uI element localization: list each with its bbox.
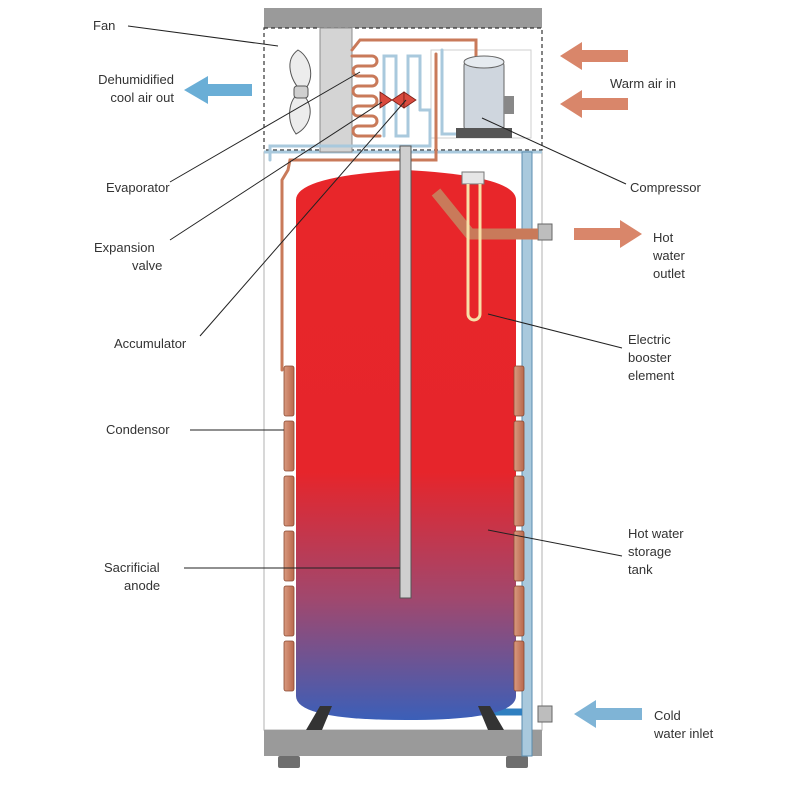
- tank-legs: [306, 706, 504, 730]
- label-electric-booster: element: [628, 368, 675, 383]
- condenser-coil-left: [283, 420, 295, 472]
- labels: Fan Dehumidified cool air out Warm air i…: [93, 18, 714, 741]
- label-expansion-valve: Expansion: [94, 240, 155, 255]
- condenser-coil-left: [283, 640, 295, 692]
- label-fan: Fan: [93, 18, 115, 33]
- label-electric-booster: booster: [628, 350, 672, 365]
- electric-booster-element: [461, 171, 485, 322]
- cold-water-in-arrow: [574, 700, 642, 728]
- label-cold-water-inlet: Cold: [654, 708, 681, 723]
- label-sacrificial-anode: Sacrificial: [104, 560, 160, 575]
- expansion-valve-icon: [379, 91, 417, 109]
- condenser-coil-right: [513, 530, 525, 582]
- label-storage-tank: tank: [628, 562, 653, 577]
- compressor-icon: [456, 55, 514, 138]
- label-evaporator: Evaporator: [106, 180, 170, 195]
- warm-air-in-arrows: [560, 42, 628, 118]
- label-storage-tank: storage: [628, 544, 671, 559]
- label-accumulator: Accumulator: [114, 336, 187, 351]
- foot-left: [278, 756, 300, 768]
- foot-right: [506, 756, 528, 768]
- label-storage-tank: Hot water: [628, 526, 684, 541]
- hot-water-outlet-pipe: [431, 188, 538, 240]
- label-hot-water-outlet: water: [652, 248, 685, 263]
- label-electric-booster: Electric: [628, 332, 671, 347]
- condenser-coil-right: [513, 475, 525, 527]
- label-hot-water-outlet: outlet: [653, 266, 685, 281]
- label-hot-water-outlet: Hot: [653, 230, 674, 245]
- refrigerant-coil: [268, 38, 478, 372]
- label-warm-air-in: Warm air in: [610, 76, 676, 91]
- condenser-coil-right: [513, 640, 525, 692]
- leader-lines: [127, 25, 627, 569]
- condenser-coil-right: [513, 365, 525, 417]
- label-sacrificial-anode: anode: [124, 578, 160, 593]
- condenser-coil-left: [283, 365, 295, 417]
- label-dehumidified: Dehumidified: [98, 72, 174, 87]
- condenser-coil-left: [283, 585, 295, 637]
- label-compressor: Compressor: [630, 180, 701, 195]
- hot-water-out-arrow: [574, 220, 642, 248]
- sacrificial-anode: [399, 145, 412, 599]
- fan-icon: [289, 49, 312, 135]
- condenser-coil-left: [283, 475, 295, 527]
- condenser-coil-left: [283, 530, 295, 582]
- label-expansion-valve: valve: [132, 258, 162, 273]
- label-cold-water-inlet: water inlet: [653, 726, 714, 741]
- condenser-coil-right: [513, 585, 525, 637]
- label-condensor: Condensor: [106, 422, 170, 437]
- dehumidified-air-arrow: [184, 76, 252, 104]
- evaporator-fins: [319, 27, 353, 153]
- label-dehumidified: cool air out: [110, 90, 174, 105]
- condenser-coil-right: [513, 420, 525, 472]
